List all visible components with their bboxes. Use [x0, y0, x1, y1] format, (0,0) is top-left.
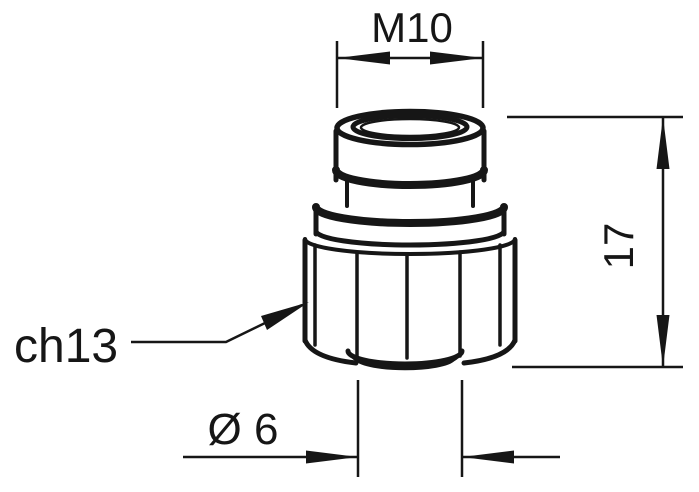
arrowhead-leader-icon	[261, 302, 309, 330]
arrowhead-left-icon	[462, 450, 514, 464]
arrowhead-down-icon	[656, 315, 670, 367]
nozzle-top-cylinder	[332, 108, 488, 189]
arrowhead-right-icon	[430, 51, 483, 65]
dimension-diameter-6: Ø 6	[183, 380, 560, 477]
label-hex-size-ch13: ch13	[14, 302, 309, 373]
dimension-height-17: 17	[507, 115, 683, 369]
nozzle-tip	[345, 348, 465, 371]
arrowhead-left-icon	[337, 51, 390, 65]
height-dimension-label: 17	[595, 223, 642, 270]
nozzle-flange	[312, 203, 508, 248]
dimension-thread-m10: M10	[335, 4, 485, 108]
hex-size-label: ch13	[14, 320, 118, 373]
diameter-dimension-label: Ø 6	[208, 405, 279, 454]
arrowhead-right-icon	[306, 450, 358, 464]
nozzle-neck	[345, 179, 475, 208]
thread-dimension-label: M10	[371, 4, 453, 51]
nozzle-part-outline	[302, 108, 518, 371]
nozzle-hex-body	[302, 237, 518, 366]
arrowhead-up-icon	[656, 117, 670, 169]
